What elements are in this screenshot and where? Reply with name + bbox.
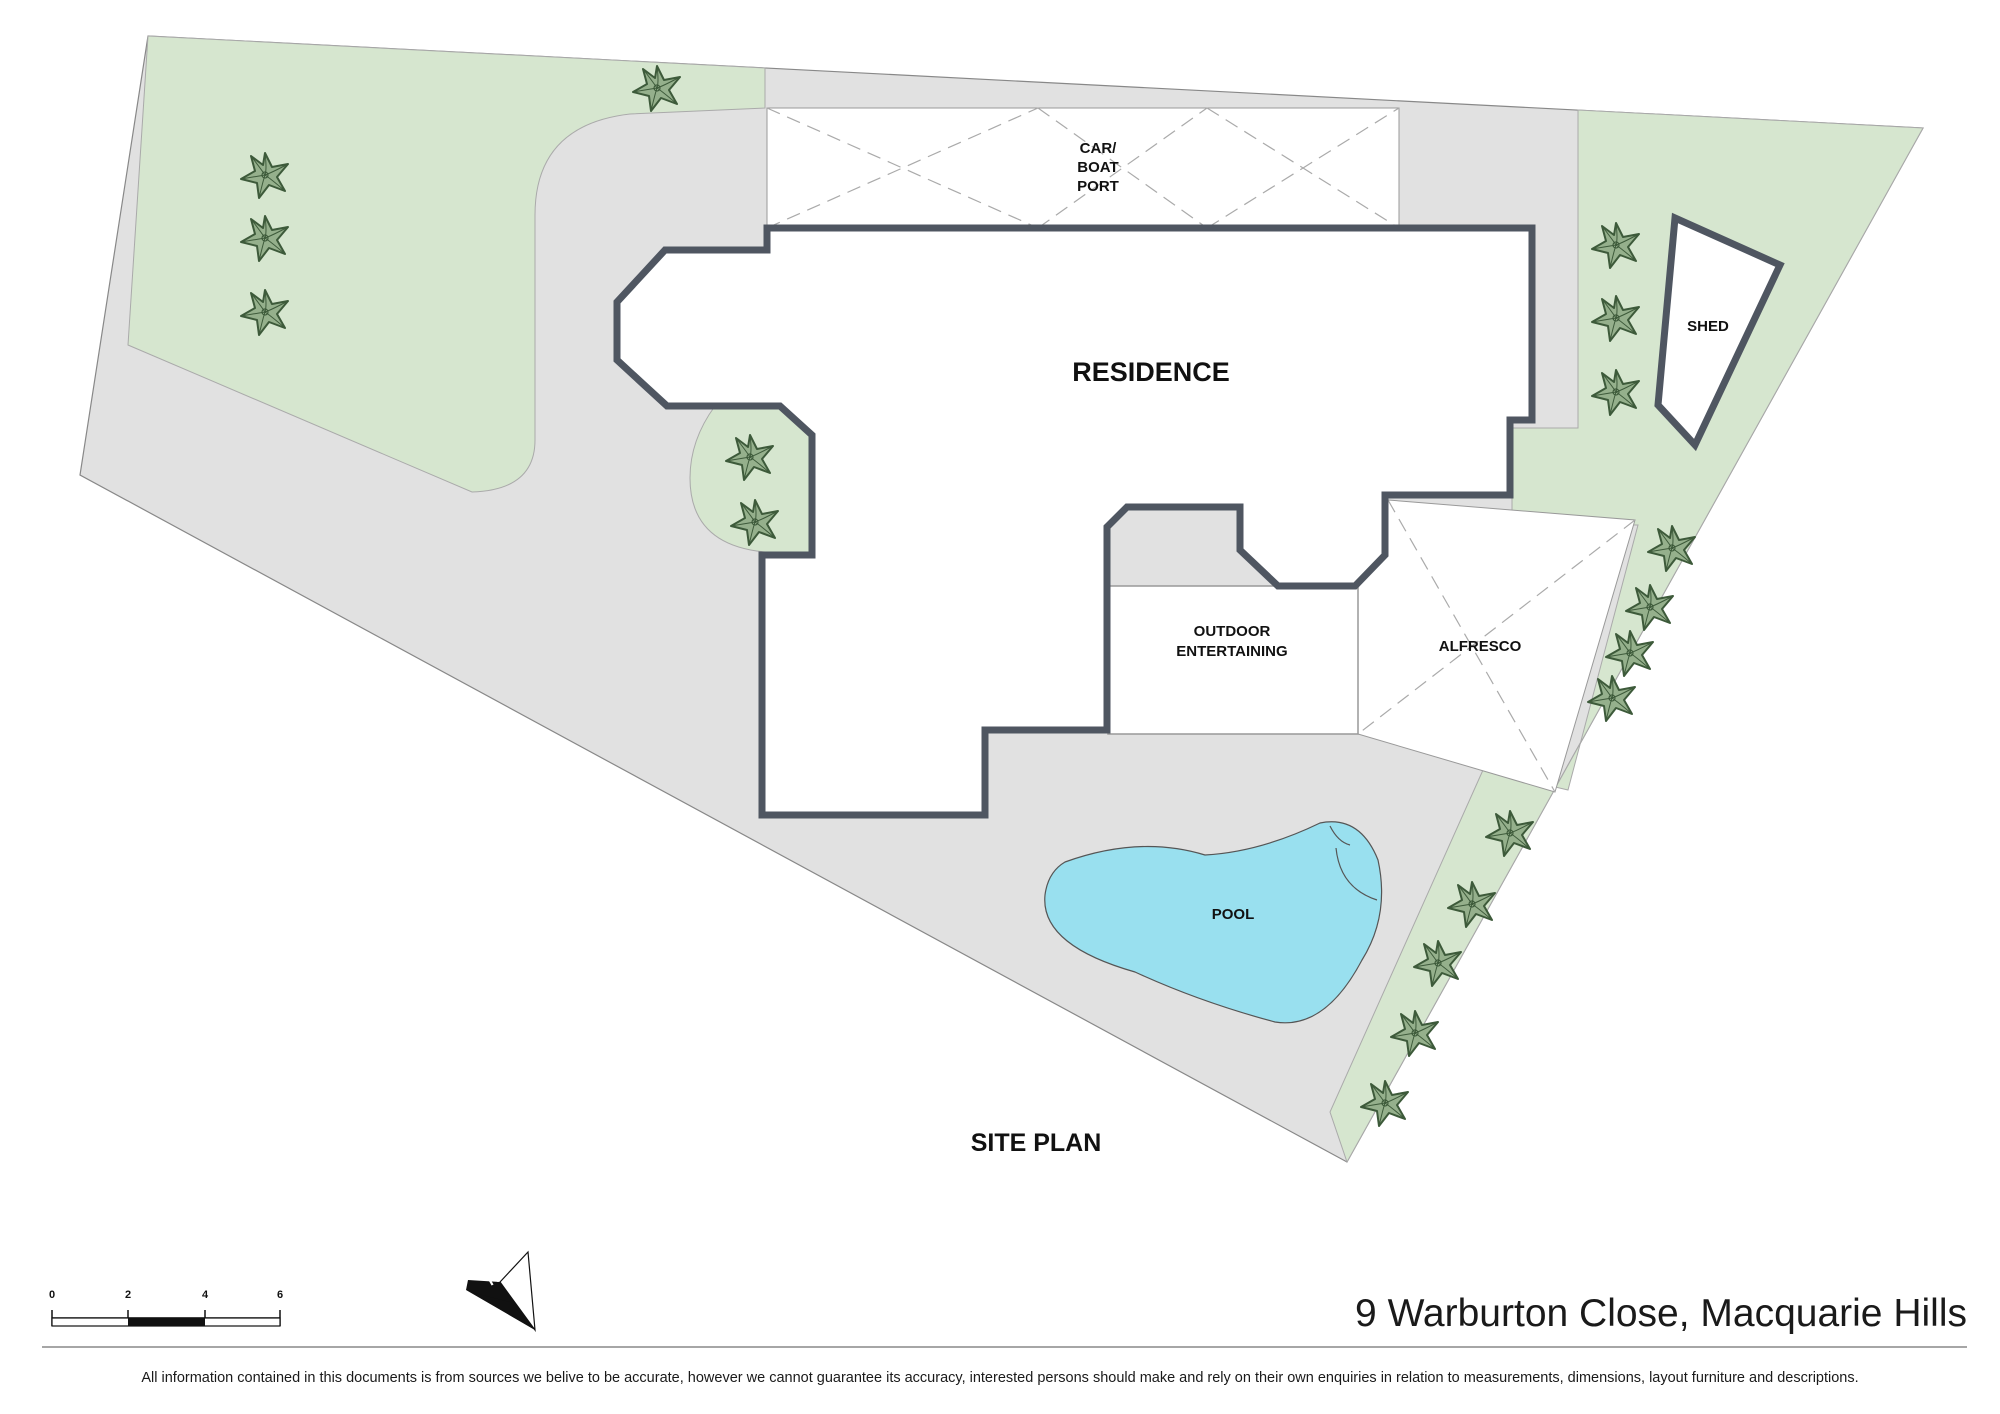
pool-steps bbox=[1329, 825, 1378, 901]
scale-tick-6: 6 bbox=[277, 1289, 283, 1301]
property-address: 9 Warburton Close, Macquarie Hills bbox=[1355, 1292, 1967, 1335]
carport-label-line1: CAR/ bbox=[1080, 140, 1117, 157]
disclaimer-text: All information contained in this docume… bbox=[141, 1370, 1858, 1386]
carport-label-line3: PORT bbox=[1077, 178, 1119, 195]
residence-outline bbox=[613, 224, 1536, 819]
carport-label-line2: BOAT bbox=[1077, 159, 1118, 176]
site-plan-title: SITE PLAN bbox=[971, 1129, 1102, 1157]
outdoor-entertaining bbox=[1107, 585, 1359, 735]
shed bbox=[1654, 212, 1785, 452]
alfresco-hatch bbox=[1357, 499, 1636, 793]
pool bbox=[1044, 821, 1383, 1024]
shed-label: SHED bbox=[1687, 318, 1729, 335]
pool-label: POOL bbox=[1212, 906, 1255, 923]
lawn-north-west bbox=[127, 35, 766, 493]
alfresco-label: ALFRESCO bbox=[1439, 638, 1522, 655]
scale-bar: 0 2 4 6 bbox=[49, 1289, 283, 1327]
outdoor-entertaining-label-line1: OUTDOOR bbox=[1194, 623, 1271, 640]
carport bbox=[766, 107, 1400, 229]
lawn-garden-bed bbox=[689, 405, 811, 553]
scale-tick-4: 4 bbox=[202, 1289, 209, 1301]
carport-hatch bbox=[766, 107, 1400, 229]
outdoor-entertaining-label-line2: ENTERTAINING bbox=[1176, 643, 1287, 660]
residence-label: RESIDENCE bbox=[1072, 357, 1230, 387]
scale-tick-2: 2 bbox=[125, 1289, 131, 1301]
scale-tick-0: 0 bbox=[49, 1289, 55, 1301]
north-arrow-icon: N bbox=[466, 1250, 536, 1333]
